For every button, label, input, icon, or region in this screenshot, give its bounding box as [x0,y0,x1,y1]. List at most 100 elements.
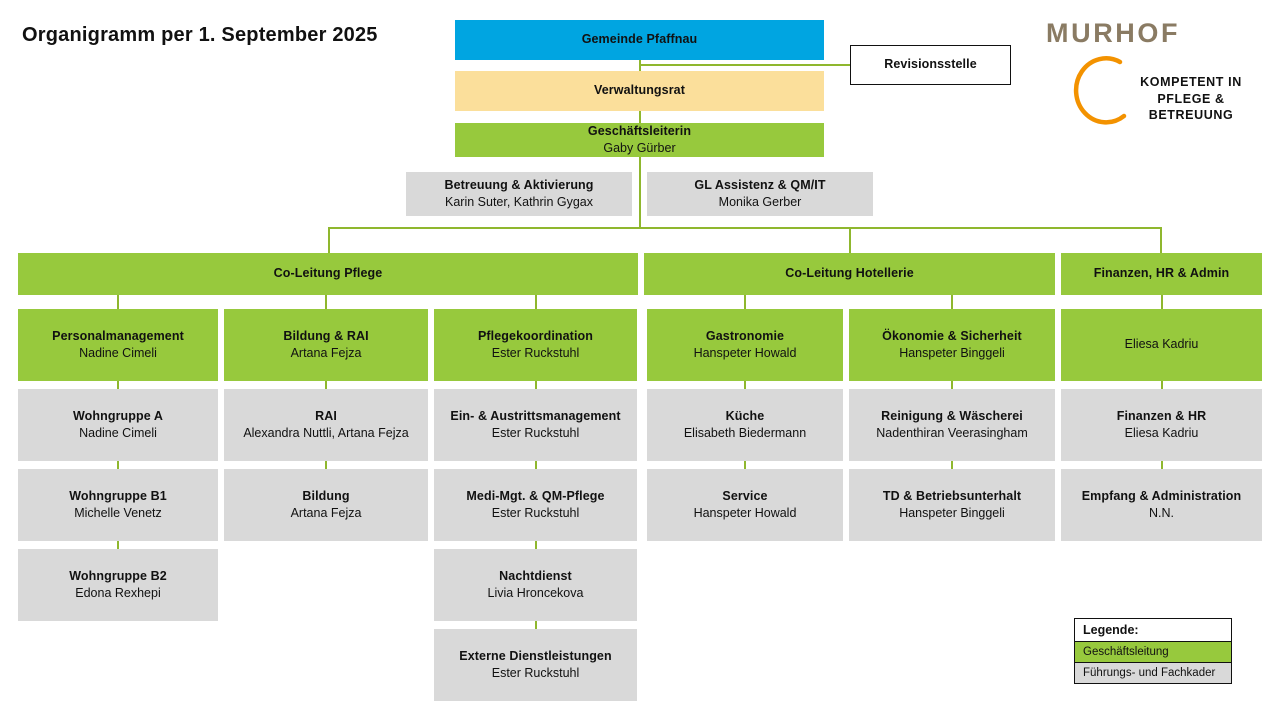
node-title: Reinigung & Wäscherei [881,408,1023,423]
node-co-leitung-hotellerie[interactable]: Co-Leitung Hotellerie [644,253,1055,295]
node-person: Eliesa Kadriu [1124,337,1199,352]
legend-item-geschaeftsleitung: Geschäftsleitung [1075,642,1231,663]
node-title: Service [722,488,768,503]
page-title: Organigramm per 1. September 2025 [22,24,378,46]
connector-oekonomie_sicherheit-1 [951,381,953,389]
node-verwaltungsrat[interactable]: Verwaltungsrat [455,71,824,111]
node-title: Wohngruppe A [72,408,164,423]
node-co-leitung-pflege[interactable]: Co-Leitung Pflege [18,253,638,295]
connector-bildung_rai-0 [325,295,327,309]
connector-pflegekoordination-0 [535,295,537,309]
node-title: Finanzen, HR & Admin [1093,266,1230,281]
node-title: Co-Leitung Pflege [273,266,383,281]
node-title: Betreuung & Aktivierung [444,177,594,192]
node-finanzen-hr-admin[interactable]: Finanzen, HR & Admin [1061,253,1262,295]
node-personalmanagement-1[interactable]: Wohngruppe A Nadine Cimeli [18,389,218,461]
node-person: Nadine Cimeli [79,346,157,360]
connector-revisionsstelle [639,64,851,66]
node-finanzen_col-0[interactable]: Eliesa Kadriu [1061,309,1262,381]
node-revisionsstelle[interactable]: Revisionsstelle [850,45,1011,85]
node-geschaeftsleiterin[interactable]: Geschäftsleiterin Gaby Gürber [455,123,824,157]
node-title: Verwaltungsrat [593,83,685,98]
node-person: Eliesa Kadriu [1124,426,1199,440]
connector-gastronomie-2 [744,461,746,469]
node-title: Küche [725,408,765,423]
logo-tagline-line2: PFLEGE & BETREUUNG [1148,91,1234,123]
connector-drop-hotellerie [849,227,851,253]
connector-finanzen_col-0 [1161,295,1163,309]
connector-finanzen_col-1 [1161,381,1163,389]
connector-oekonomie_sicherheit-2 [951,461,953,469]
legend-item-fachkader: Führungs- und Fachkader [1075,663,1231,683]
node-title: Gemeinde Pfaffnau [581,32,698,47]
node-person: Hanspeter Binggeli [899,346,1005,360]
node-title: Empfang & Administration [1081,488,1242,503]
node-person: Alexandra Nuttli, Artana Fejza [243,426,409,440]
logo-wordmark: MURHOF [1046,18,1181,48]
legend: Legende: Geschäftsleitung Führungs- und … [1074,618,1232,684]
node-title: Wohngruppe B2 [69,568,167,583]
node-title: Ökonomie & Sicherheit [882,328,1022,343]
node-gemeinde-pfaffnau[interactable]: Gemeinde Pfaffnau [455,20,824,60]
node-person: N.N. [1149,506,1174,520]
connector-bildung_rai-1 [325,381,327,389]
node-title: Geschäftsleiterin [587,123,692,138]
node-person: Artana Fejza [290,346,362,360]
connector-personalmanagement-0 [117,295,119,309]
node-title: Personalmanagement [52,328,184,343]
connector-gl-down [639,157,641,227]
node-title: Bildung & RAI [283,328,369,343]
connector-oekonomie_sicherheit-0 [951,295,953,309]
node-person: Ester Ruckstuhl [491,346,580,360]
connector-pflegekoordination-4 [535,621,537,629]
node-person: Gaby Gürber [603,141,676,155]
connector-finanzen_col-2 [1161,461,1163,469]
node-title: Bildung [302,488,350,503]
node-title: Nachtdienst [499,568,572,583]
node-personalmanagement-3[interactable]: Wohngruppe B2 Edona Rexhepi [18,549,218,621]
node-title: Finanzen & HR [1116,408,1207,423]
node-title: Revisionsstelle [884,57,977,72]
connector-personalmanagement-2 [117,461,119,469]
legend-heading: Legende: [1075,619,1231,642]
connector-personalmanagement-1 [117,381,119,389]
node-person: Ester Ruckstuhl [491,426,580,440]
connector-drop-finanzen [1160,227,1162,253]
node-person: Nadine Cimeli [79,426,157,440]
node-person: Nadenthiran Veerasingham [876,426,1028,440]
node-person: Edona Rexhepi [75,586,161,600]
connector-pflegekoordination-3 [535,541,537,549]
node-title: GL Assistenz & QM/IT [694,177,826,192]
connector-gastronomie-0 [744,295,746,309]
node-person: Michelle Venetz [74,506,162,520]
connector-drop-pflege [328,227,330,253]
connector-gastronomie-1 [744,381,746,389]
node-person: Ester Ruckstuhl [491,506,580,520]
node-gl-assistenz-qm-it[interactable]: GL Assistenz & QM/IT Monika Gerber [647,172,873,216]
node-betreuung-aktivierung[interactable]: Betreuung & Aktivierung Karin Suter, Kat… [406,172,632,216]
node-title: Ein- & Austrittsmanagement [450,408,621,423]
node-title: Medi-Mgt. & QM-Pflege [466,488,605,503]
node-bildung_rai-0[interactable]: Bildung & RAI Artana Fejza [224,309,428,381]
node-finanzen_col-1[interactable]: Finanzen & HR Eliesa Kadriu [1061,389,1262,461]
connector-pflegekoordination-2 [535,461,537,469]
connector-verwaltungsrat-gl [639,111,641,124]
node-person: Monika Gerber [718,195,802,209]
